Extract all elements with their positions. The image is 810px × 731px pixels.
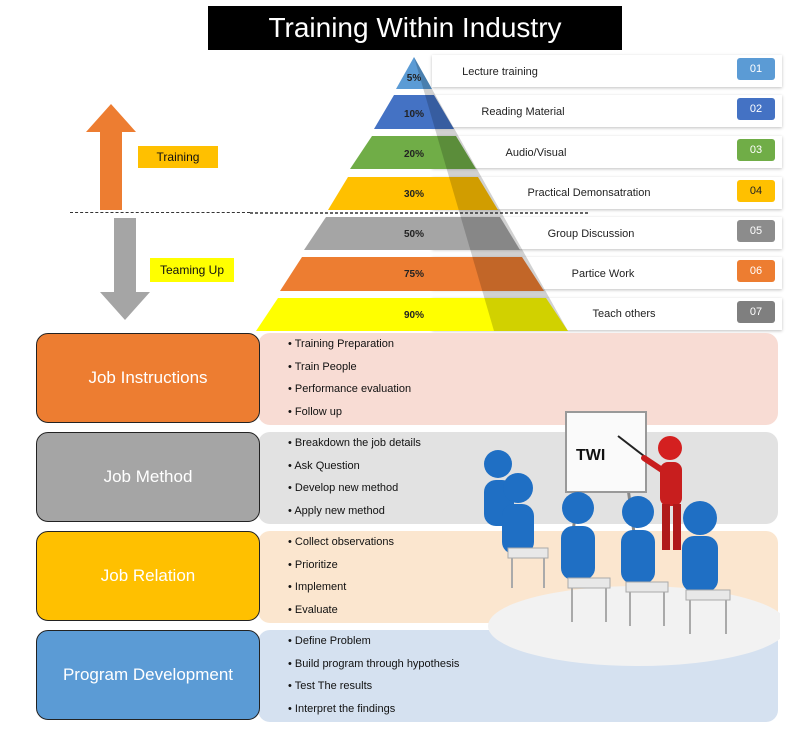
list-item: Breakdown the job details xyxy=(288,432,421,455)
pyramid-layer-1 xyxy=(396,57,432,89)
badge-03: 03 xyxy=(737,139,775,161)
pyramid-layer-3 xyxy=(350,136,476,169)
list-item: Apply new method xyxy=(288,500,421,523)
pyramid-pct-3: 20% xyxy=(403,149,424,160)
teaming-up-label: Teaming Up xyxy=(150,258,234,282)
pyramid-label-5: Group Discussion xyxy=(547,228,635,240)
board-text: TWI xyxy=(576,447,605,464)
job-instructions-list: Training Preparation Train People Perfor… xyxy=(288,333,411,423)
list-item: Follow up xyxy=(288,401,411,424)
pyramid-pct-7: 90% xyxy=(403,310,424,321)
pyramid-row-band xyxy=(432,55,782,87)
program-development-list: Define Problem Build program through hyp… xyxy=(288,630,460,721)
badge-04: 04 xyxy=(737,180,775,202)
list-item: Ask Question xyxy=(288,455,421,478)
list-item: Collect observations xyxy=(288,531,394,554)
badge-01: 01 xyxy=(737,58,775,80)
pyramid-shadow xyxy=(414,57,568,331)
pyramid-pct-2: 10% xyxy=(403,109,424,120)
list-item: Train People xyxy=(288,356,411,379)
pyramid-label-3: Audio/Visual xyxy=(505,147,567,159)
job-method-list: Breakdown the job details Ask Question D… xyxy=(288,432,421,522)
pyramid-row-band xyxy=(432,136,782,168)
page-title: Training Within Industry xyxy=(208,6,622,50)
pyramid-label-7: Teach others xyxy=(592,308,656,320)
job-method-box: Job Method xyxy=(36,432,260,522)
badge-06: 06 xyxy=(737,260,775,282)
pyramid-layer-6 xyxy=(280,257,544,291)
badge-05: 05 xyxy=(737,220,775,242)
badge-02: 02 xyxy=(737,98,775,120)
list-item: Evaluate xyxy=(288,599,394,622)
list-item: Develop new method xyxy=(288,477,421,500)
pyramid-label-4: Practical Demonsatration xyxy=(527,187,651,199)
pyramid-row-band xyxy=(432,95,782,127)
job-relation-list: Collect observations Prioritize Implemen… xyxy=(288,531,394,621)
pyramid-pct-5: 50% xyxy=(403,229,424,240)
pyramid-label-6: Partice Work xyxy=(571,268,635,280)
list-item: Performance evaluation xyxy=(288,378,411,401)
pyramid-pct-4: 30% xyxy=(403,189,424,200)
training-illustration: TWI xyxy=(484,411,780,666)
pyramid-layer-7 xyxy=(256,298,568,331)
down-arrow-icon xyxy=(100,218,150,320)
up-arrow-icon xyxy=(86,104,136,210)
pyramid-label-2: Reading Material xyxy=(481,106,565,118)
list-item: Prioritize xyxy=(288,554,394,577)
list-item: Training Preparation xyxy=(288,333,411,356)
pyramid-layer-5 xyxy=(304,217,520,250)
pyramid-layer-2 xyxy=(374,95,454,129)
list-item: Build program through hypothesis xyxy=(288,653,459,676)
divider-line-left xyxy=(70,212,250,213)
list-item: Define Problem xyxy=(288,630,459,653)
program-development-box: Program Development xyxy=(36,630,260,720)
pyramid-diagram xyxy=(250,57,590,331)
pyramid-label-1: Lecture training xyxy=(462,66,538,78)
pyramid-layer-4 xyxy=(328,177,498,210)
badge-07: 07 xyxy=(737,301,775,323)
list-item: Test The results xyxy=(288,675,459,698)
job-relation-box: Job Relation xyxy=(36,531,260,621)
job-instructions-box: Job Instructions xyxy=(36,333,260,423)
list-item: Interpret the findings xyxy=(288,698,459,721)
list-item: Implement xyxy=(288,576,394,599)
pyramid-pct-6: 75% xyxy=(403,269,424,280)
pyramid-pct-1: 5% xyxy=(406,73,422,84)
training-label: Training xyxy=(138,146,218,168)
